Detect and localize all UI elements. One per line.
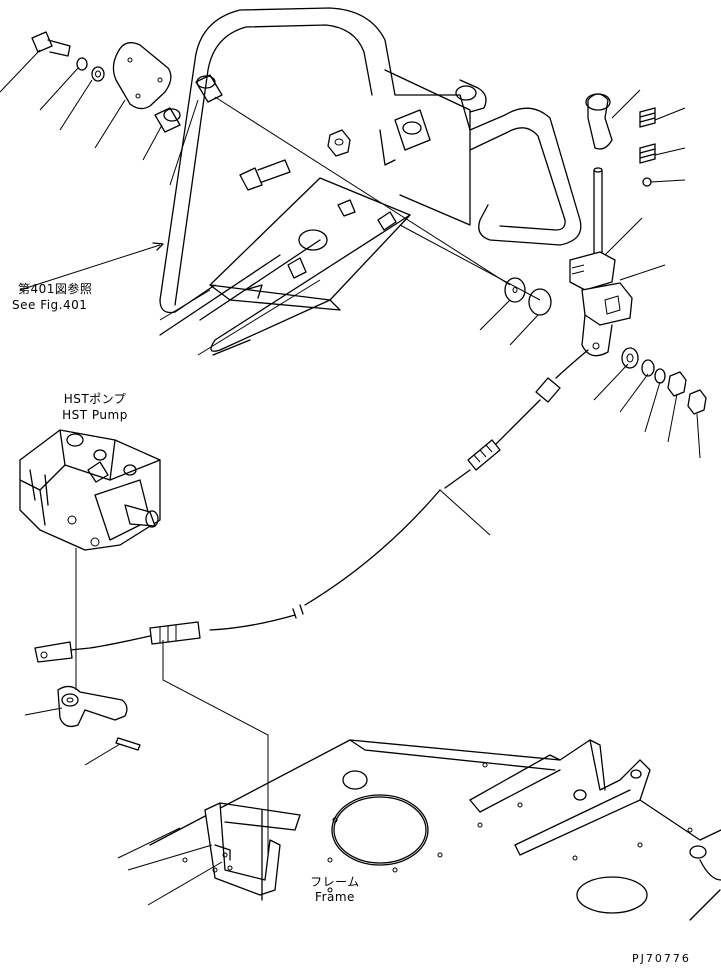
drawing-number: PJ70776 (632, 952, 691, 965)
reference-arrow (152, 242, 164, 251)
washer-pair-mid (504, 277, 552, 316)
reference-label-en: See Fig.401 (12, 298, 88, 312)
pump-label-ja: HSTポンプ (63, 392, 127, 406)
collar (195, 74, 223, 103)
pin (115, 737, 141, 751)
bolt-top-left (31, 31, 71, 57)
lever-bracket (569, 251, 633, 357)
shift-knob (585, 93, 613, 150)
cover-plate (112, 42, 172, 110)
bolt-center (239, 159, 291, 191)
control-cable (34, 349, 589, 663)
pump-label-en: HST Pump (62, 408, 128, 422)
frame-label-ja: フレーム (310, 875, 360, 889)
detent-ball (642, 177, 652, 187)
washer-top-left (76, 57, 105, 82)
bushing (154, 107, 181, 133)
leader-lines-left (24, 548, 269, 860)
handle-guard (159, 7, 582, 356)
reference-label-ja: 第401図参照 (18, 282, 93, 296)
spring-1 (639, 107, 656, 128)
frame (149, 739, 721, 921)
hst-pump (19, 429, 161, 551)
leader-lines-bottom (117, 827, 223, 906)
leader-lines-top (0, 49, 541, 356)
lever-rod (593, 167, 603, 261)
spring-2 (639, 143, 656, 164)
washers-right (621, 347, 707, 415)
frame-label-en: Frame (315, 890, 355, 904)
leader-lines-right (593, 89, 701, 459)
nut-center (327, 129, 351, 157)
pump-lever (57, 685, 128, 728)
